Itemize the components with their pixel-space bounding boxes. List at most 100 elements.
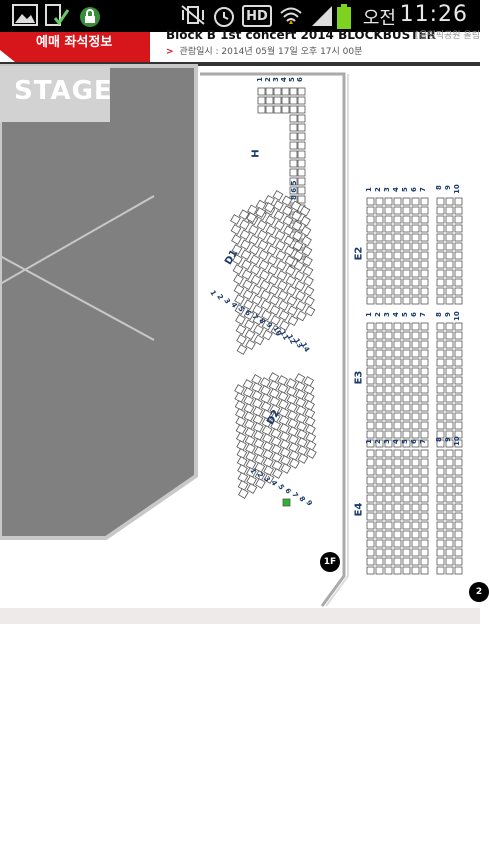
seat[interactable] [271, 444, 282, 455]
seat[interactable] [251, 294, 263, 306]
seat[interactable] [366, 242, 375, 251]
seat[interactable] [393, 430, 402, 439]
seat[interactable] [420, 251, 429, 260]
seat[interactable] [445, 322, 454, 331]
seat[interactable] [445, 367, 454, 376]
seat[interactable] [420, 376, 429, 385]
seat[interactable] [384, 349, 393, 358]
seat[interactable] [261, 425, 273, 436]
seat[interactable] [297, 150, 306, 159]
seat[interactable] [384, 206, 393, 215]
seat[interactable] [291, 210, 302, 222]
seat[interactable] [411, 439, 420, 448]
seat[interactable] [454, 503, 463, 512]
seat[interactable] [235, 314, 246, 325]
seat[interactable] [296, 437, 308, 448]
seat[interactable] [375, 512, 384, 521]
seat[interactable] [402, 449, 411, 458]
seat[interactable] [420, 530, 429, 539]
seat[interactable] [272, 190, 284, 201]
seat[interactable] [393, 512, 402, 521]
seat[interactable] [436, 376, 445, 385]
seat[interactable] [384, 467, 393, 476]
seat[interactable] [384, 242, 393, 251]
seat[interactable] [297, 177, 306, 186]
seat[interactable] [436, 449, 445, 458]
seat[interactable] [263, 473, 275, 484]
seat[interactable] [411, 224, 420, 233]
seat[interactable] [445, 557, 454, 566]
seat[interactable] [384, 503, 393, 512]
seat[interactable] [290, 200, 302, 212]
seat[interactable] [436, 251, 445, 260]
seat[interactable] [299, 205, 311, 217]
seat[interactable] [294, 280, 306, 292]
seat[interactable] [420, 224, 429, 233]
seat[interactable] [454, 206, 463, 215]
seat[interactable] [402, 494, 411, 503]
seat[interactable] [242, 279, 253, 291]
seat[interactable] [445, 476, 454, 485]
seat[interactable] [252, 314, 264, 326]
seat[interactable] [288, 442, 300, 453]
seat[interactable] [393, 296, 402, 305]
seat[interactable] [296, 413, 307, 424]
seat[interactable] [250, 264, 261, 276]
seat[interactable] [375, 566, 384, 575]
seat[interactable] [303, 275, 314, 287]
seat[interactable] [436, 476, 445, 485]
seat[interactable] [420, 278, 429, 287]
seat[interactable] [366, 367, 375, 376]
seat[interactable] [275, 240, 286, 251]
seat[interactable] [305, 424, 316, 435]
seat[interactable] [297, 123, 306, 132]
seat[interactable] [375, 287, 384, 296]
seat[interactable] [280, 455, 291, 466]
seat[interactable] [234, 392, 246, 403]
seat[interactable] [454, 494, 463, 503]
seat[interactable] [271, 460, 283, 471]
seat[interactable] [287, 418, 299, 429]
seat[interactable] [375, 394, 384, 403]
seat[interactable] [289, 458, 300, 469]
seat[interactable] [411, 485, 420, 494]
seat[interactable] [262, 457, 274, 468]
seat[interactable] [289, 177, 298, 186]
seat[interactable] [236, 448, 248, 459]
seat[interactable] [420, 322, 429, 331]
seat[interactable] [411, 206, 420, 215]
seat[interactable] [284, 245, 295, 257]
seat[interactable] [244, 427, 256, 438]
seat[interactable] [305, 432, 317, 443]
seat[interactable] [366, 566, 375, 575]
seat[interactable] [375, 260, 384, 269]
seat[interactable] [303, 285, 315, 297]
seat[interactable] [420, 197, 429, 206]
seat[interactable] [265, 96, 274, 105]
seat[interactable] [241, 269, 253, 281]
seat[interactable] [286, 386, 298, 397]
seat[interactable] [304, 400, 315, 411]
seat[interactable] [445, 403, 454, 412]
seat[interactable] [402, 322, 411, 331]
seat[interactable] [297, 453, 309, 464]
seat[interactable] [254, 470, 266, 481]
seat[interactable] [402, 403, 411, 412]
seat[interactable] [265, 224, 277, 236]
seat[interactable] [384, 485, 393, 494]
seat[interactable] [278, 399, 289, 410]
seat[interactable] [411, 467, 420, 476]
seat[interactable] [384, 340, 393, 349]
seat[interactable] [393, 403, 402, 412]
seat[interactable] [445, 539, 454, 548]
seat[interactable] [384, 385, 393, 394]
seat[interactable] [244, 329, 256, 341]
seat[interactable] [454, 430, 463, 439]
seat[interactable] [287, 315, 299, 327]
seat[interactable] [402, 367, 411, 376]
seat[interactable] [402, 197, 411, 206]
seat[interactable] [257, 96, 266, 105]
seat[interactable] [375, 278, 384, 287]
seat[interactable] [366, 494, 375, 503]
